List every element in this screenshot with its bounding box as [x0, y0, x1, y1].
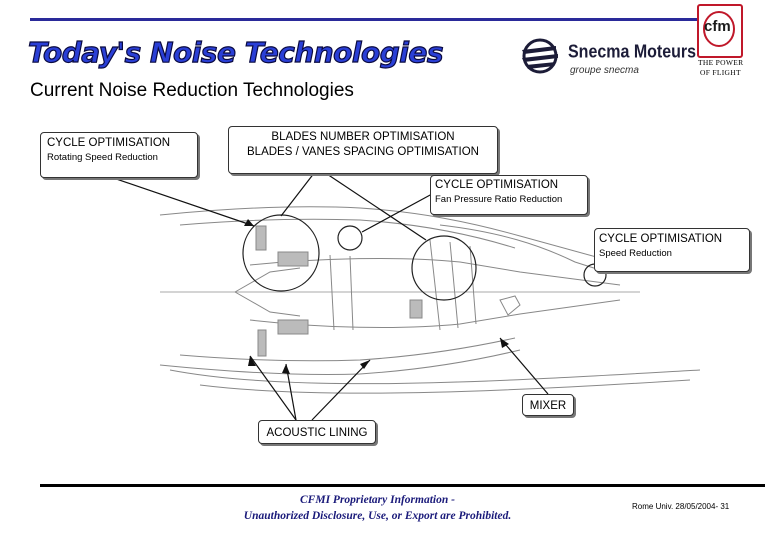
footer-note: Rome Univ. 28/05/2004- 31: [632, 502, 730, 511]
callout-cycle-rotating-speed: CYCLE OPTIMISATION Rotating Speed Reduct…: [40, 132, 198, 178]
callout-cycle-speed-title: CYCLE OPTIMISATION: [599, 233, 723, 245]
cfm-name: cfm: [704, 18, 731, 35]
callout-blades-line2: BLADES / VANES SPACING OPTIMISATION: [247, 146, 479, 158]
snecma-group: groupe snecma: [570, 65, 639, 76]
callout-cycle-fan-pressure: CYCLE OPTIMISATION Fan Pressure Ratio Re…: [430, 175, 588, 215]
footer-line2: Unauthorized Disclosure, Use, or Export …: [243, 510, 512, 522]
callout-mixer: MIXER: [522, 394, 574, 416]
footer-line1: CFMI Proprietary Information -: [300, 494, 455, 506]
cfm-tagline-2: OF FLIGHT: [700, 68, 741, 77]
callout-cycle-rotating-title: CYCLE OPTIMISATION: [47, 137, 171, 149]
callout-acoustic-label: ACOUSTIC LINING: [266, 427, 368, 439]
callout-blades: BLADES NUMBER OPTIMISATION BLADES / VANE…: [228, 126, 498, 174]
cfm-tagline-1: THE POWER: [698, 58, 744, 67]
callout-acoustic-lining: ACOUSTIC LINING: [258, 420, 376, 444]
page-title: Today's Noise Technologies: [27, 35, 444, 69]
callout-cycle-speed-sub: Speed Reduction: [599, 248, 672, 259]
header-rule: [30, 18, 698, 21]
callout-cycle-fan-sub: Fan Pressure Ratio Reduction: [435, 194, 563, 205]
callout-mixer-label: MIXER: [529, 400, 567, 412]
snecma-name: Snecma Moteurs: [568, 42, 697, 63]
snecma-logo-icon: [522, 38, 558, 74]
callout-cycle-fan-title: CYCLE OPTIMISATION: [435, 179, 559, 191]
callout-blades-line1: BLADES NUMBER OPTIMISATION: [271, 131, 455, 143]
page-subtitle: Current Noise Reduction Technologies: [30, 80, 354, 101]
footer-rule: [40, 484, 765, 487]
footer-proprietary: CFMI Proprietary Information - Unauthori…: [200, 492, 555, 524]
callout-cycle-rotating-sub: Rotating Speed Reduction: [47, 152, 158, 163]
cfm-ring-icon: [703, 11, 735, 47]
callout-cycle-speed: CYCLE OPTIMISATION Speed Reduction: [594, 228, 750, 272]
